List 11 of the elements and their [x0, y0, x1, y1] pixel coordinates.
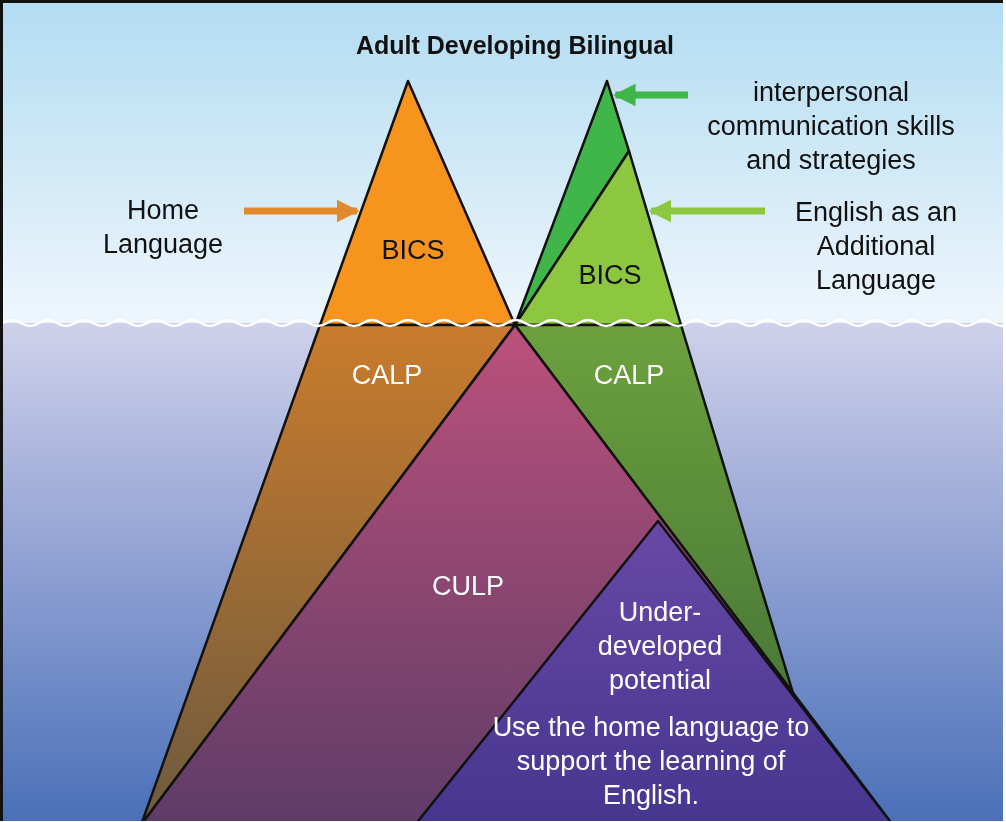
region-label: Use the home language to support the learning of English. — [491, 711, 811, 812]
region-label: CULP — [431, 570, 505, 603]
title: Adult Developing Bilingual — [354, 31, 676, 60]
annotation-text: Home Language — [85, 193, 241, 261]
annotation-text: English as an Additional Language — [768, 195, 984, 297]
region-label: BICS — [380, 234, 446, 267]
annotation-text: interpersonal communication skills and strategies — [691, 75, 971, 177]
region-label: CALP — [592, 359, 666, 392]
region-label: CALP — [350, 359, 424, 392]
region-label: BICS — [577, 259, 643, 292]
region-label: Under-developed potential — [596, 596, 724, 697]
